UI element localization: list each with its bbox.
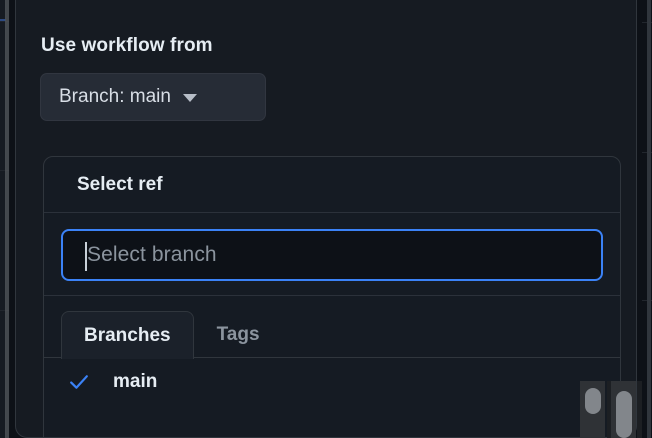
ref-search-input[interactable]: Select branch bbox=[61, 229, 603, 281]
select-ref-popover: Select ref Select branch Branches Tags bbox=[43, 156, 621, 437]
ref-tablist: Branches Tags bbox=[44, 296, 620, 359]
scrollbar-edge bbox=[637, 381, 642, 438]
select-ref-search-row: Select branch bbox=[44, 213, 620, 296]
select-ref-title: Select ref bbox=[77, 173, 163, 195]
page-left-scrollbar[interactable] bbox=[5, 0, 9, 438]
page-left-gutter bbox=[0, 0, 6, 438]
list-item-label: main bbox=[113, 370, 158, 392]
dialog-title: Use workflow from bbox=[41, 35, 213, 56]
branch-selector-label: Branch: main bbox=[59, 86, 171, 107]
outer-page-scrollbar[interactable] bbox=[580, 381, 605, 438]
tab-branches[interactable]: Branches bbox=[61, 311, 194, 359]
text-cursor bbox=[85, 242, 87, 271]
select-ref-header: Select ref bbox=[44, 157, 620, 213]
ref-search-placeholder: Select branch bbox=[87, 243, 217, 266]
dialog-body: Use workflow from Branch: main Select re… bbox=[16, 0, 636, 437]
list-item[interactable]: main bbox=[44, 358, 620, 405]
scrollbar-overlay bbox=[580, 381, 642, 438]
inner-panel-scrollbar[interactable] bbox=[611, 381, 636, 438]
page-accent-line bbox=[0, 19, 6, 21]
tab-tags-label: Tags bbox=[216, 323, 260, 345]
chevron-down-icon bbox=[182, 94, 197, 102]
inner-scrollbar-thumb[interactable] bbox=[615, 391, 632, 438]
branch-selector-button[interactable]: Branch: main bbox=[40, 73, 266, 121]
tab-tags[interactable]: Tags bbox=[194, 310, 283, 358]
check-icon bbox=[70, 374, 88, 389]
ref-list: main bbox=[44, 358, 620, 405]
outer-scrollbar-thumb[interactable] bbox=[584, 388, 601, 414]
page-right-scrollbar[interactable] bbox=[647, 0, 651, 438]
tablist-underline bbox=[44, 357, 620, 358]
run-workflow-dialog: Use workflow from Branch: main Select re… bbox=[15, 0, 637, 438]
tab-branches-label: Branches bbox=[84, 324, 171, 346]
page-left-column bbox=[9, 0, 16, 438]
scrollbar-gap bbox=[607, 381, 611, 438]
